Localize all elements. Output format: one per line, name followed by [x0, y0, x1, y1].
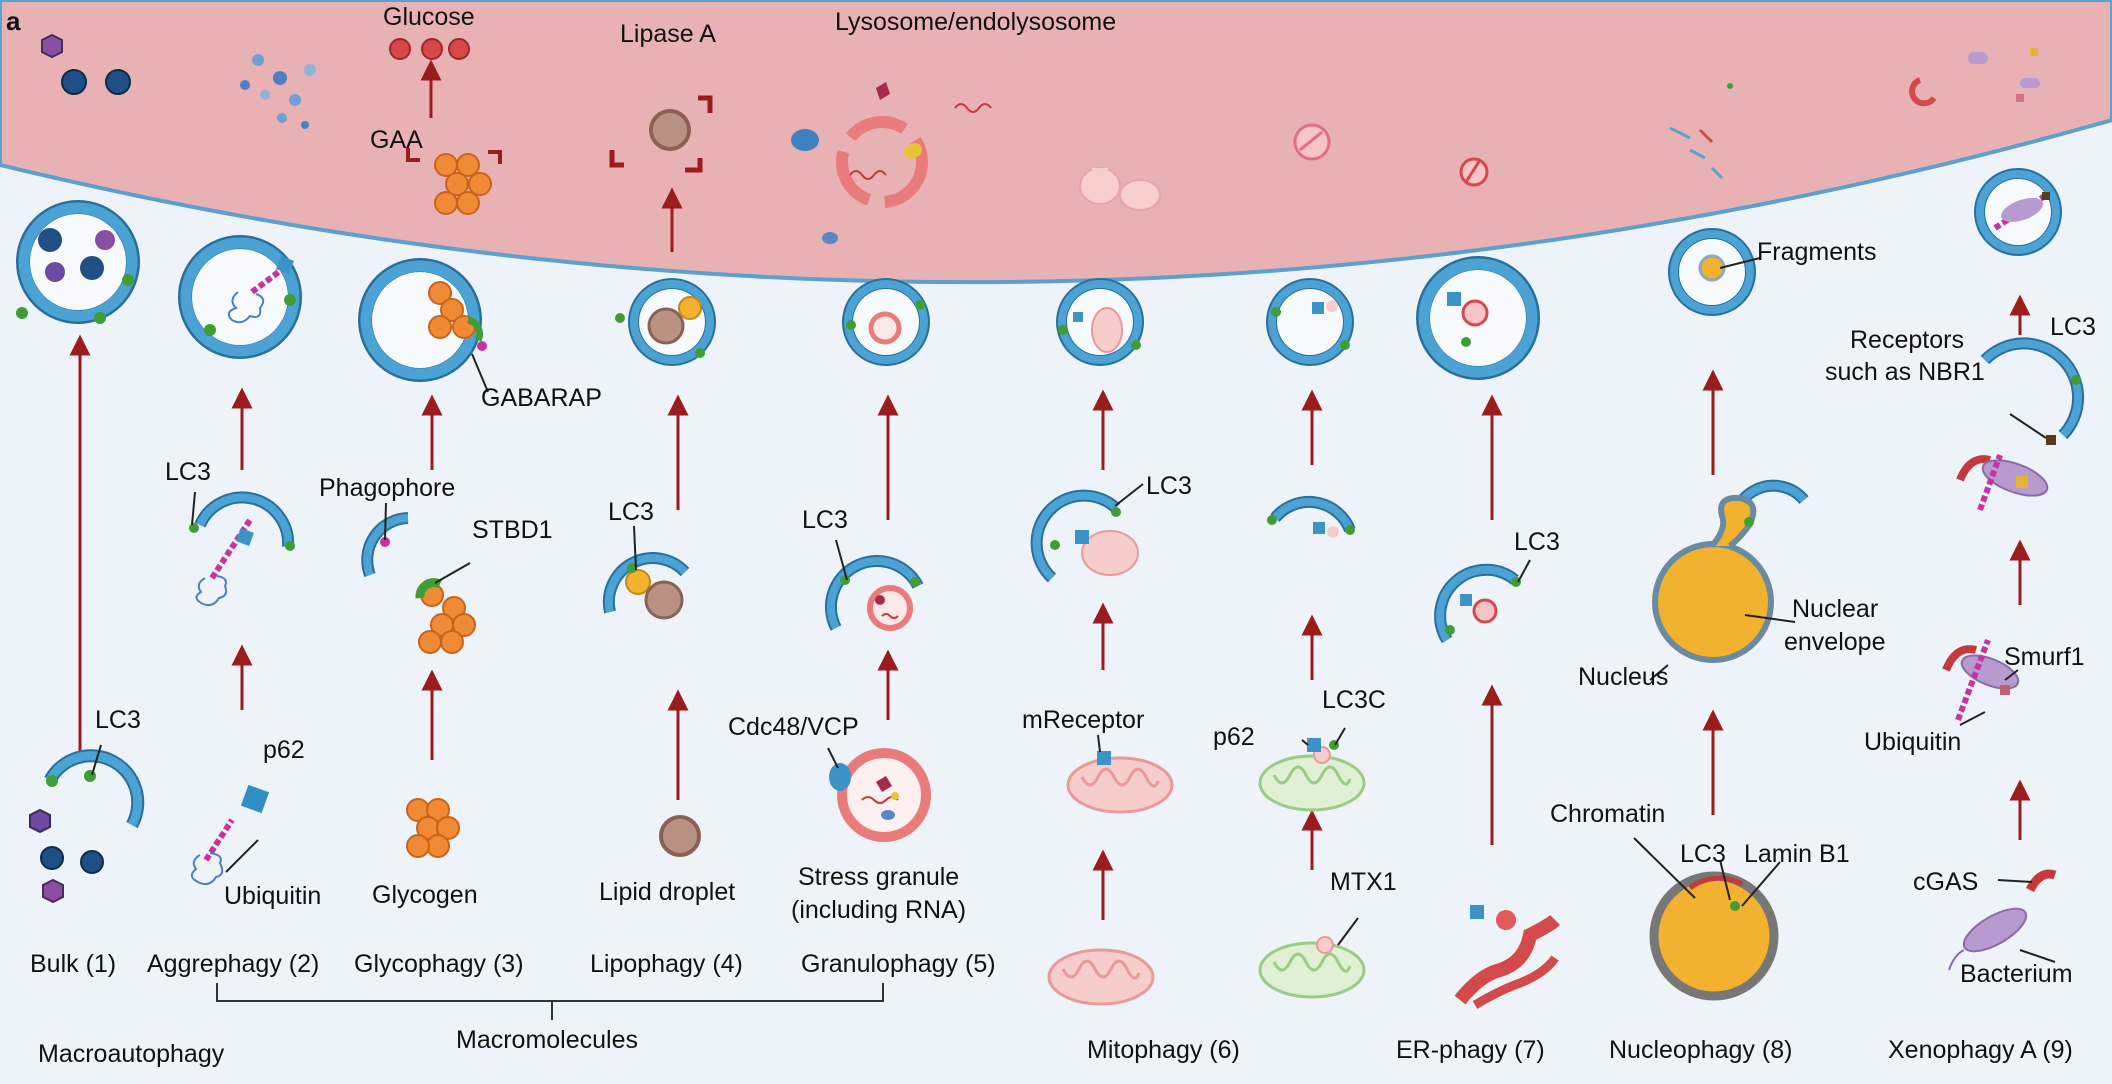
- label-mreceptor: mReceptor: [1022, 706, 1144, 734]
- label-nuclear-envelope-1: Nuclear: [1792, 595, 1878, 623]
- label-cgas: cGAS: [1913, 868, 1978, 896]
- lysosome-contents: [41, 33, 2040, 252]
- title-aggrephagy: Aggrephagy (2): [147, 950, 319, 978]
- label-receptors-2: such as NBR1: [1825, 358, 1985, 386]
- macromolecules-bracket: [216, 983, 884, 1020]
- label-cdc48-vcp: Cdc48/VCP: [728, 713, 859, 741]
- pathway-arrows: [69, 294, 2031, 920]
- label-lc3-bulk: LC3: [95, 706, 141, 734]
- label-ubiquitin-aggrephagy: Ubiquitin: [224, 882, 321, 910]
- title-er-phagy: ER-phagy (7): [1396, 1036, 1545, 1064]
- leader-lines: [91, 257, 2056, 963]
- label-chromatin: Chromatin: [1550, 800, 1665, 828]
- label-lipid-droplet: Lipid droplet: [599, 878, 735, 906]
- label-lc3-xenophagy: LC3: [2050, 313, 2096, 341]
- label-lc3c: LC3C: [1322, 686, 1386, 714]
- title-granulophagy: Granulophagy (5): [801, 950, 996, 978]
- label-lc3-granulophagy: LC3: [802, 506, 848, 534]
- title-mitophagy: Mitophagy (6): [1087, 1036, 1240, 1064]
- cytoplasm-cargo: [29, 337, 2085, 1009]
- label-smurf1: Smurf1: [2004, 643, 2085, 671]
- label-glucose: Glucose: [383, 3, 475, 31]
- group-macromolecules: Macromolecules: [456, 1026, 638, 1054]
- label-nucleus: Nucleus: [1578, 663, 1668, 691]
- label-gabarap: GABARAP: [481, 384, 602, 412]
- label-phagophore: Phagophore: [319, 474, 455, 502]
- label-lc3-erphagy: LC3: [1514, 528, 1560, 556]
- title-nucleophagy: Nucleophagy (8): [1609, 1036, 1792, 1064]
- title-glycophagy: Glycophagy (3): [354, 950, 524, 978]
- title-xenophagy: Xenophagy A (9): [1888, 1036, 2073, 1064]
- label-gaa: GAA: [370, 126, 423, 154]
- label-lc3-mitophagy: LC3: [1146, 472, 1192, 500]
- label-p62-mitophagy: p62: [1213, 723, 1255, 751]
- title-lipophagy: Lipophagy (4): [590, 950, 743, 978]
- label-bacterium: Bacterium: [1960, 960, 2073, 988]
- label-lamin-b1: Lamin B1: [1744, 840, 1850, 868]
- lysosome-label: Lysosome/endolysosome: [835, 8, 1116, 36]
- label-stbd1: STBD1: [472, 516, 553, 544]
- labels: Glucose GAA Lipase A GABARAP Phagophore …: [95, 3, 2096, 988]
- label-lc3-aggrephagy: LC3: [165, 458, 211, 486]
- label-p62-aggrephagy: p62: [263, 736, 305, 764]
- label-fragments: Fragments: [1757, 238, 1876, 266]
- label-ubiquitin-xenophagy: Ubiquitin: [1864, 728, 1961, 756]
- pathway-titles: Bulk (1) Aggrephagy (2) Glycophagy (3) L…: [30, 950, 2073, 1068]
- label-stress-granule-1: Stress granule: [798, 863, 959, 891]
- label-mtx1: MTX1: [1330, 868, 1397, 896]
- autolysosomes: [16, 174, 2056, 374]
- panel-label: a: [6, 6, 21, 36]
- label-lc3-nucleophagy: LC3: [1680, 840, 1726, 868]
- label-stress-granule-2: (including RNA): [791, 896, 966, 924]
- label-receptors-1: Receptors: [1850, 326, 1964, 354]
- label-lipase-a: Lipase A: [620, 20, 716, 48]
- label-glycogen: Glycogen: [372, 881, 478, 909]
- lysosome-membrane: [0, 0, 2112, 285]
- title-bulk: Bulk (1): [30, 950, 116, 978]
- label-lc3-lipophagy: LC3: [608, 498, 654, 526]
- group-macroautophagy: Macroautophagy: [38, 1040, 225, 1068]
- label-nuclear-envelope-2: envelope: [1784, 628, 1885, 656]
